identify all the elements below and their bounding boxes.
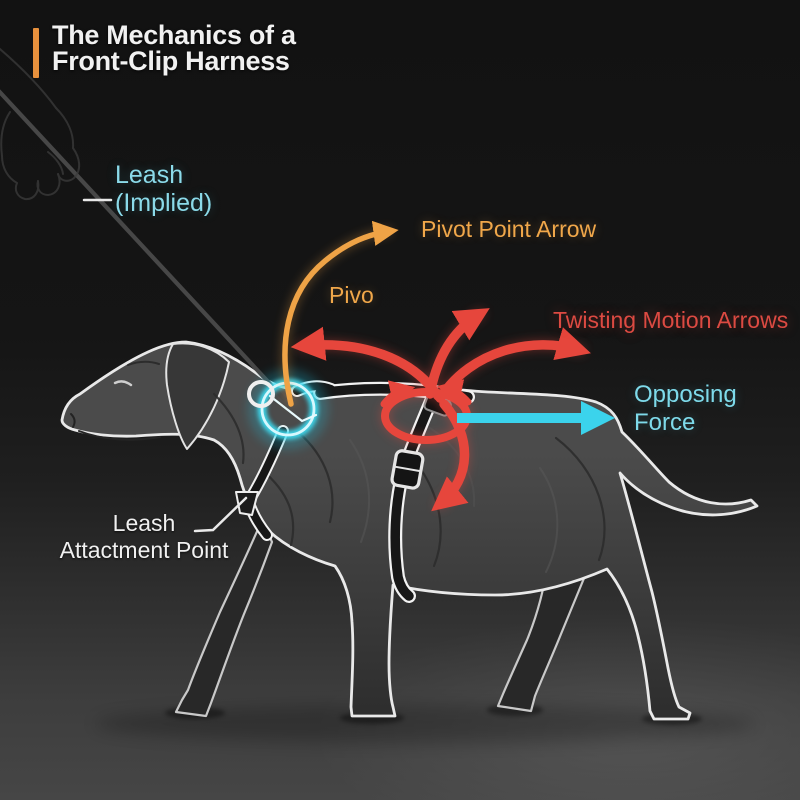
label-pivot-point-arrow: Pivot Point Arrow xyxy=(421,216,597,242)
label-leash-implied: Leash (Implied) xyxy=(115,161,213,217)
clip-bar xyxy=(268,394,318,423)
connector-attachment xyxy=(193,496,248,533)
label-opposing-force: Opposing Force xyxy=(634,381,737,436)
twist-arrow-up-right xyxy=(425,308,490,399)
dog-far-hind-leg xyxy=(496,560,589,713)
page-title: The Mechanics of a Front-Clip Harness xyxy=(52,20,296,76)
pivot-arc-arrow xyxy=(282,220,399,407)
twist-loop-head-left xyxy=(380,380,416,408)
harness-buckle xyxy=(390,449,425,490)
twist-loop-head-right xyxy=(436,379,472,406)
label-leash-attachment: Leash Attactment Point xyxy=(59,510,229,563)
leash-line xyxy=(0,89,287,402)
twist-arrow-down xyxy=(431,399,470,512)
dog-far-front-leg xyxy=(174,518,274,718)
dog-face-details xyxy=(70,360,161,441)
label-connectors xyxy=(82,198,248,533)
label-twisting-motion: Twisting Motion Arrows xyxy=(553,307,789,333)
label-pivot-partial: Pivo xyxy=(329,282,374,308)
d-ring xyxy=(247,380,275,408)
handler-hand-sketch xyxy=(0,47,81,201)
dog-ear xyxy=(165,342,230,450)
title-accent-bar xyxy=(33,28,39,78)
dog-muscle-lines xyxy=(212,392,606,573)
